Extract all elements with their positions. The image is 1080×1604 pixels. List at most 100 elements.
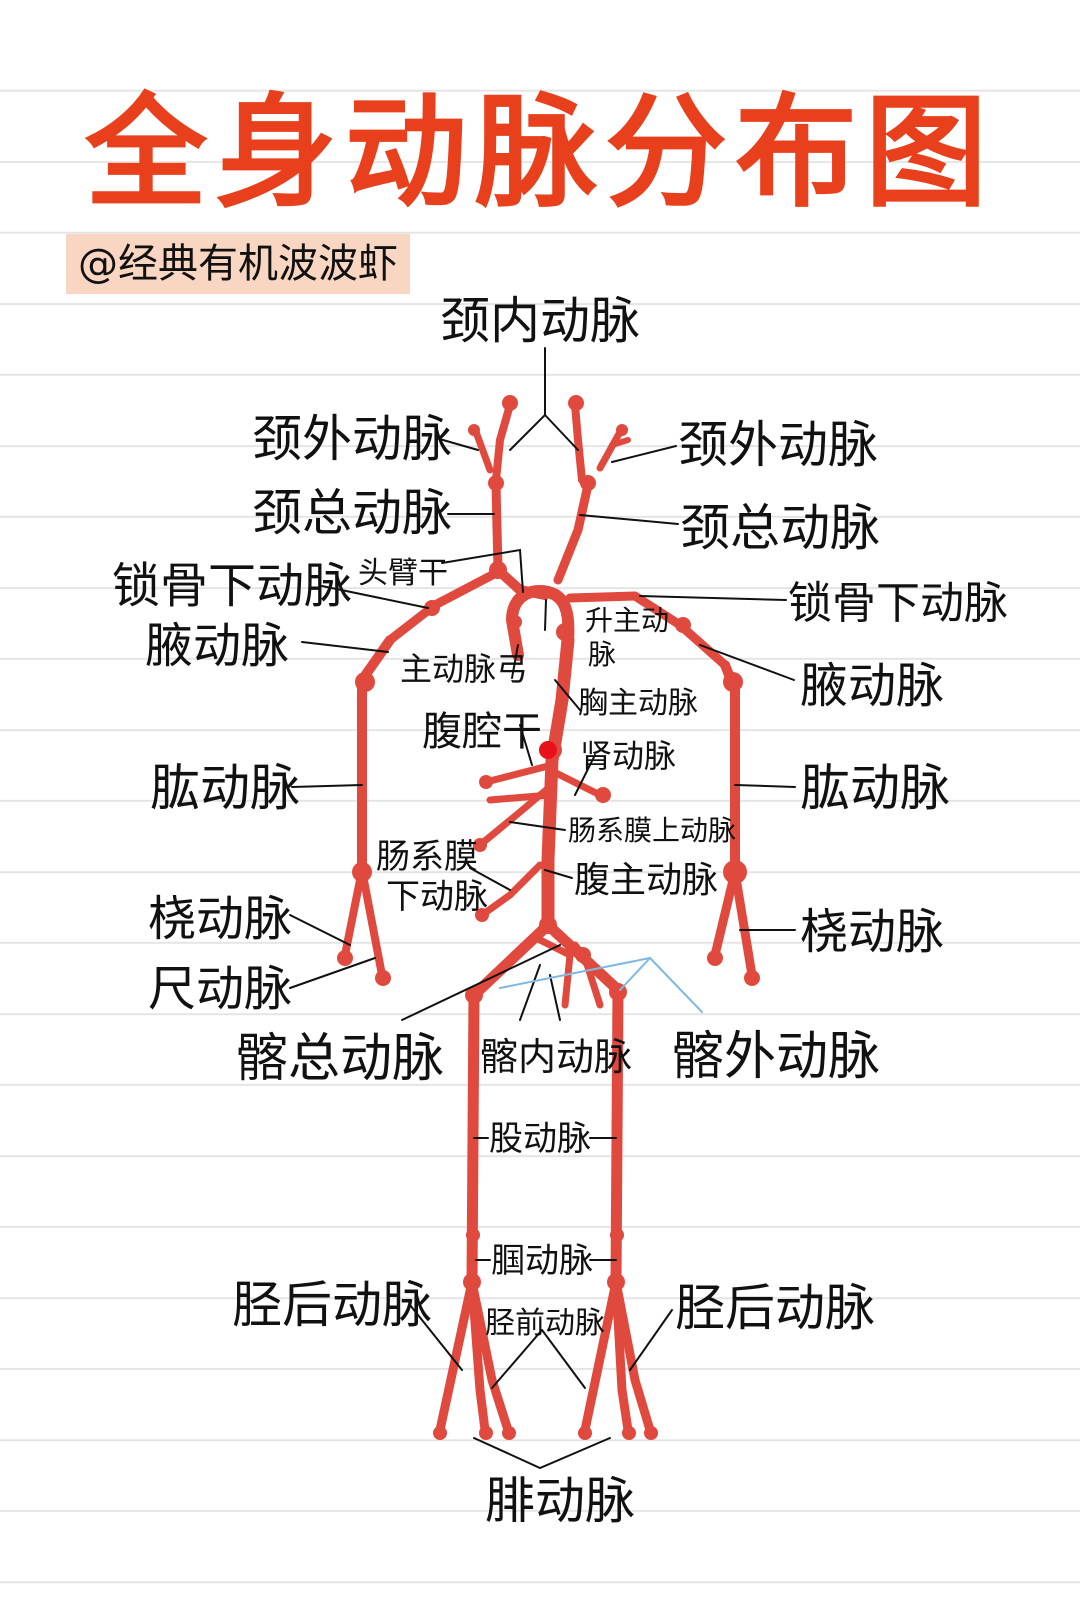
- external-carotid-left-vessel: [472, 428, 494, 474]
- node: [744, 970, 760, 986]
- node: [375, 970, 391, 986]
- common-carotid-left-vessel: [491, 480, 503, 575]
- label-internal-iliac: 髂内动脉: [480, 1035, 632, 1079]
- node: [479, 1426, 493, 1440]
- label-radial-left: 桡动脉: [148, 891, 292, 947]
- node: [539, 916, 557, 934]
- inferior-mesenteric-vessel: [478, 861, 544, 919]
- node: [489, 561, 507, 579]
- node: [355, 672, 375, 692]
- node: [433, 1426, 447, 1440]
- label-inferior-mesenteric-line1: 肠系膜: [376, 837, 478, 877]
- node: [479, 775, 493, 789]
- external-iliac-leader-lines: [499, 956, 703, 1013]
- node: [610, 1228, 624, 1242]
- internal-carotid-left-vessel: [492, 401, 514, 484]
- label-ulnar: 尺动脉: [148, 961, 292, 1017]
- label-external-iliac: 髂外动脉: [672, 1027, 880, 1087]
- label-celiac-trunk: 腹腔干: [422, 709, 542, 755]
- label-popliteal: 腘动脉: [491, 1241, 593, 1281]
- label-subclavian-left: 锁骨下动脉: [112, 558, 352, 614]
- node: [465, 986, 483, 1004]
- node: [337, 950, 353, 966]
- radial-right-vessel: [710, 867, 740, 960]
- label-common-iliac: 髂总动脉: [236, 1029, 444, 1089]
- node: [644, 1426, 658, 1440]
- radial-left-vessel: [341, 866, 366, 959]
- node: [466, 1228, 480, 1242]
- common-iliac-left-vessel: [468, 919, 554, 1001]
- artery-labels: 颈内动脉 颈外动脉 颈外动脉 颈总动脉 颈总动脉 头臂干 锁骨下动脉 锁骨下动脉…: [112, 292, 1008, 1530]
- label-femoral: 股动脉: [489, 1119, 591, 1159]
- node: [424, 600, 440, 616]
- label-superior-mesenteric: 肠系膜上动脉: [568, 814, 736, 847]
- celiac-node-highlight: [539, 741, 557, 759]
- lower-leg-left-a-vessel: [435, 1277, 477, 1435]
- page-title: 全身动脉分布图: [85, 82, 995, 224]
- label-aortic-arch: 主动脉弓: [400, 650, 528, 688]
- superior-mesenteric-vessel: [476, 781, 556, 849]
- label-inferior-mesenteric-line2: 下动脉: [386, 877, 488, 917]
- label-ascending-aorta-line1: 升主动: [585, 604, 669, 637]
- label-external-carotid-left: 颈外动脉: [252, 410, 452, 468]
- label-abdominal-aorta: 腹主动脉: [574, 860, 718, 901]
- label-subclavian-right: 锁骨下动脉: [788, 578, 1008, 629]
- node: [502, 395, 518, 411]
- ulnar-left-vessel: [358, 866, 386, 979]
- ulnar-right-vessel: [730, 867, 757, 980]
- internal-carotid-right-vessel: [571, 401, 586, 484]
- label-common-carotid-right: 颈总动脉: [680, 499, 880, 557]
- node: [508, 615, 522, 629]
- node: [468, 424, 480, 436]
- node: [473, 838, 487, 852]
- label-common-carotid-left: 颈总动脉: [252, 484, 452, 542]
- lower-leg-left-b-vessel: [467, 1277, 490, 1435]
- internal-iliac-left-vessel: [536, 936, 574, 1009]
- node: [578, 1426, 592, 1440]
- label-axillary-left: 腋动脉: [145, 618, 289, 674]
- lower-leg-left-c-vessel: [467, 1277, 513, 1435]
- lower-leg-right-c-vessel: [611, 1277, 655, 1435]
- label-internal-carotid: 颈内动脉: [440, 292, 640, 350]
- node: [568, 395, 584, 411]
- common-carotid-right-vessel: [553, 480, 593, 585]
- node: [675, 617, 691, 633]
- label-external-carotid-right: 颈外动脉: [678, 416, 878, 474]
- external-carotid-right-twig: [609, 437, 631, 448]
- node: [475, 908, 489, 922]
- node: [575, 947, 591, 963]
- node: [352, 862, 372, 882]
- author-credit: @经典有机波波虾: [66, 234, 410, 294]
- node: [723, 672, 743, 692]
- lower-leg-right-b-vessel: [611, 1277, 633, 1435]
- label-anterior-tibial: 胫前动脉: [485, 1306, 605, 1341]
- label-posterior-tibial-left: 胫后动脉: [232, 1276, 432, 1334]
- node: [488, 475, 504, 491]
- aortic-arch-vessel: [506, 585, 575, 661]
- node: [607, 1273, 625, 1291]
- label-radial-right: 桡动脉: [800, 904, 944, 960]
- label-axillary-right: 腋动脉: [800, 658, 944, 714]
- label-brachial-right: 肱动脉: [800, 759, 950, 817]
- leader-lines: [289, 347, 796, 1470]
- label-fibular: 腓动脉: [485, 1472, 635, 1530]
- lower-leg-right-a-vessel: [580, 1277, 621, 1435]
- external-carotid-right-vessel: [596, 428, 624, 472]
- node: [502, 1426, 516, 1440]
- node: [723, 860, 747, 884]
- artery-nodes: [337, 395, 760, 1440]
- node: [580, 475, 596, 491]
- celiac-trunk-vessel: [482, 761, 556, 786]
- label-brachiocephalic: 头臂干: [358, 556, 448, 591]
- label-renal: 肾动脉: [580, 737, 676, 775]
- label-ascending-aorta-line2: 脉: [588, 638, 616, 671]
- label-posterior-tibial-right: 胫后动脉: [675, 1279, 875, 1337]
- node: [595, 787, 611, 803]
- node: [622, 1426, 636, 1440]
- label-thoracic-aorta: 胸主动脉: [578, 686, 698, 721]
- renal-right-vessel: [546, 766, 604, 799]
- node: [463, 1273, 481, 1291]
- node: [616, 424, 628, 436]
- node: [556, 623, 574, 641]
